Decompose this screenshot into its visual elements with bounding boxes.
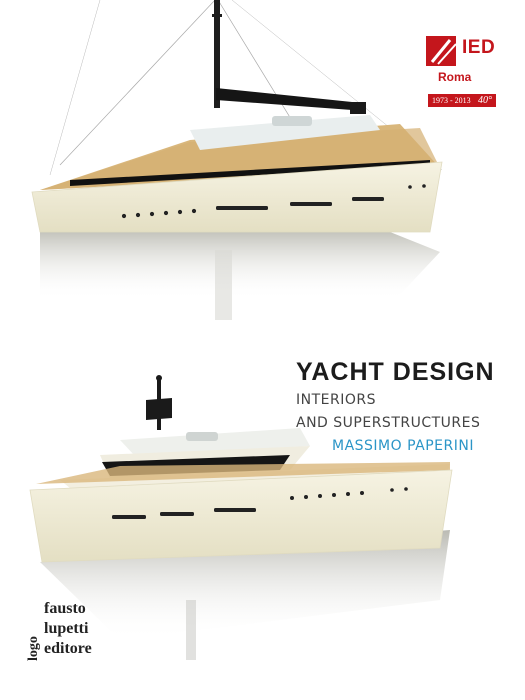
ied-anniversary-band: 1973 - 2013 40° [428, 94, 496, 107]
publisher-line1: fausto [44, 600, 86, 617]
publisher-logo-word: logo [26, 636, 41, 661]
publisher-line3: editore [44, 640, 92, 657]
ied-anniversary: 40° [478, 95, 492, 106]
ied-city: Roma [438, 70, 472, 84]
book-subtitle-line1: INTERIORS [296, 392, 376, 408]
ied-years: 1973 - 2013 [432, 96, 471, 105]
publisher-line2: lupetti [44, 620, 89, 637]
ied-name: IED [462, 37, 496, 58]
ied-emblem-icon [426, 36, 457, 66]
publisher-logo: logo fausto lupetti editore [26, 601, 116, 671]
sailing-yacht-illustration [31, 0, 443, 320]
ied-logo: IED Roma 1973 - 2013 40° [426, 36, 498, 110]
book-title: YACHT DESIGN [296, 358, 495, 386]
book-subtitle-line2: AND SUPERSTRUCTURES [296, 415, 481, 431]
book-author: MASSIMO PAPERINI [332, 438, 474, 454]
motor-yacht-illustration [29, 375, 453, 660]
